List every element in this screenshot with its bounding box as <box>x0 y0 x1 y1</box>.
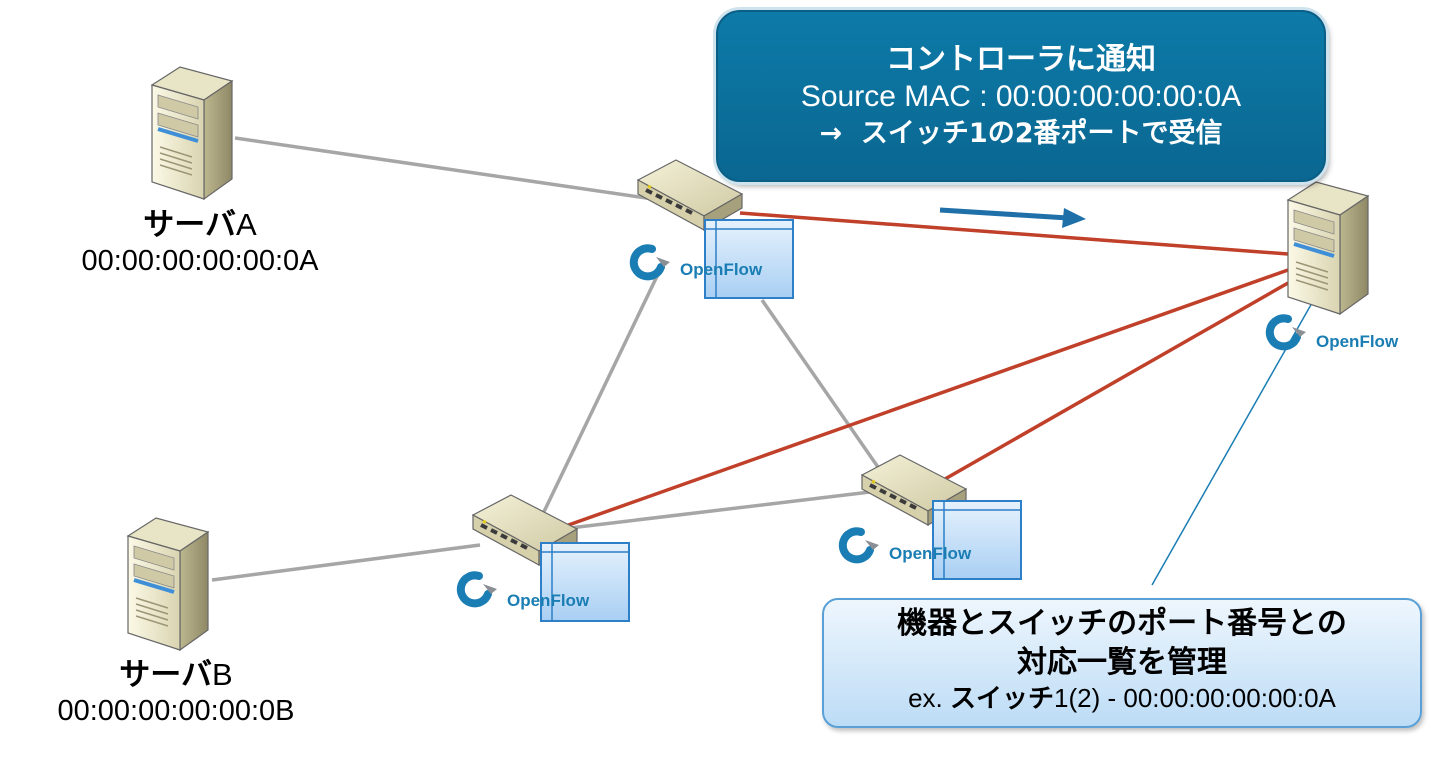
svg-text:OpenFlow: OpenFlow <box>889 544 972 563</box>
flow-table-switch3 <box>932 500 1022 580</box>
openflow-logo-switch1: OpenFlow <box>634 248 763 279</box>
link-serverA-switch1 <box>234 136 661 202</box>
port-table-line1: 機器とスイッチのポート番号との <box>897 606 1347 641</box>
server-b-icon <box>126 516 210 652</box>
link-switch2-switch3 <box>569 490 871 530</box>
openflow-logo-switch3: OpenFlow <box>843 531 972 563</box>
port-table-example: ex. スイッチ1(2) - 00:00:00:00:00:0A <box>908 683 1336 714</box>
control-link-switch3 <box>937 281 1289 485</box>
server-a-icon <box>150 65 234 201</box>
openflow-logo-controller: OpenFlow <box>1270 318 1399 351</box>
svg-text:OpenFlow: OpenFlow <box>680 260 763 279</box>
openflow-logo-switch2: OpenFlow <box>461 575 590 610</box>
link-serverB-switch2 <box>211 543 481 582</box>
control-link-switch2 <box>559 268 1289 530</box>
server-a-name: サーバA <box>143 207 257 243</box>
port-table-line2: 対応一覧を管理 <box>1017 645 1227 680</box>
svg-text:OpenFlow: OpenFlow <box>1316 332 1399 351</box>
link-switch1-switch2 <box>538 269 662 521</box>
notify-received-port: → スイッチ1の2番ポートで受信 <box>819 117 1223 149</box>
server-a-mac: 00:00:00:00:00:0A <box>81 245 319 278</box>
notify-arrow <box>939 207 1086 228</box>
callout-pointer <box>1151 279 1326 586</box>
notify-title: コントローラに通知 <box>886 42 1156 77</box>
server-a-label: サーバA 00:00:00:00:00:0A <box>60 206 340 279</box>
svg-text:OpenFlow: OpenFlow <box>507 591 590 610</box>
port-table-callout: 機器とスイッチのポート番号との 対応一覧を管理 ex. スイッチ1(2) - 0… <box>822 598 1422 728</box>
link-switch1-switch3 <box>760 299 882 471</box>
control-link-switch1 <box>739 211 1289 256</box>
server-b-label: サーバB 00:00:00:00:00:0B <box>36 656 316 729</box>
flow-table-switch1 <box>704 219 794 299</box>
server-b-mac: 00:00:00:00:00:0B <box>57 695 295 728</box>
server-b-name: サーバB <box>119 657 233 693</box>
notify-source-mac: Source MAC : 00:00:00:00:00:0A <box>800 80 1242 113</box>
controller-server-icon <box>1286 180 1370 316</box>
notify-callout: コントローラに通知 Source MAC : 00:00:00:00:00:0A… <box>716 10 1326 182</box>
